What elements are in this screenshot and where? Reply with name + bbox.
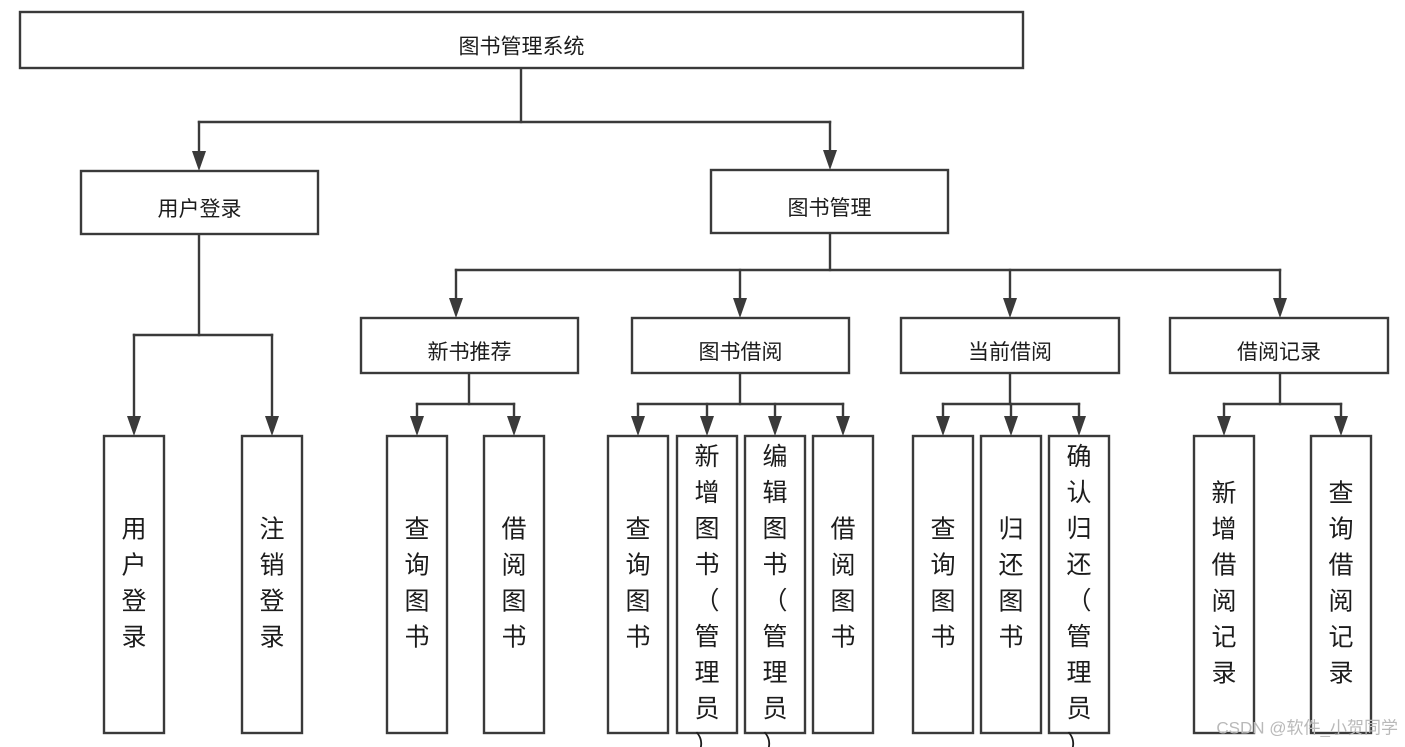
leaf-label: 查询图书 bbox=[404, 515, 429, 651]
leaf-label: 查询图书 bbox=[625, 515, 650, 651]
leaf-label: 借阅图书 bbox=[501, 515, 526, 651]
level2-node[interactable]: 新书推荐 bbox=[359, 316, 580, 375]
leaf-label: 注销登录 bbox=[259, 515, 284, 651]
level1-box[interactable] bbox=[709, 168, 950, 235]
connector-newbook-drop-2 bbox=[507, 402, 521, 436]
csdn-watermark: CSDN @软件_小贺同学 bbox=[1216, 718, 1398, 737]
leaf-box[interactable] bbox=[979, 434, 1043, 735]
leaf-node[interactable]: 新增图书（管理员） bbox=[675, 434, 739, 747]
leaf-label: 归还图书 bbox=[998, 515, 1023, 651]
leaf-box[interactable] bbox=[1192, 434, 1256, 735]
leaf-box[interactable] bbox=[743, 434, 807, 735]
leaf-box[interactable] bbox=[675, 434, 739, 735]
connector-login-drop-2 bbox=[265, 333, 279, 436]
leaf-node[interactable]: 新增借阅记录 bbox=[1192, 434, 1256, 735]
connector-login-drop-1 bbox=[127, 333, 141, 436]
connector-books-drop-1 bbox=[449, 268, 463, 318]
leaf-label: 查询借阅记录 bbox=[1328, 479, 1353, 687]
connector-borrow-drop-2 bbox=[700, 402, 714, 436]
connector-current-drop-3 bbox=[1072, 402, 1086, 436]
leaf-label: 新增借阅记录 bbox=[1211, 479, 1236, 687]
level1-label: 图书管理 bbox=[788, 197, 872, 220]
level2-label: 借阅记录 bbox=[1237, 341, 1321, 364]
connector-borrow-drop-4 bbox=[836, 402, 850, 436]
connector-books-drop-3 bbox=[1003, 268, 1017, 318]
root-label: 图书管理系统 bbox=[459, 36, 585, 59]
leaf-box[interactable] bbox=[606, 434, 670, 735]
leaf-label: 用户登录 bbox=[121, 515, 146, 651]
leaf-box[interactable] bbox=[482, 434, 546, 735]
connector-record-drop-1 bbox=[1217, 402, 1231, 436]
leaf-box[interactable] bbox=[811, 434, 875, 735]
leaf-box[interactable] bbox=[911, 434, 975, 735]
leaf-node[interactable]: 借阅图书 bbox=[811, 434, 875, 735]
connector-books-drop-2 bbox=[733, 268, 747, 318]
leaf-node[interactable]: 编辑图书（管理员） bbox=[743, 434, 807, 747]
connector-newbook-drop-1 bbox=[410, 402, 424, 436]
leaf-node[interactable]: 查询图书 bbox=[606, 434, 670, 735]
level2-box[interactable] bbox=[359, 316, 580, 375]
leaf-node[interactable]: 用户登录 bbox=[102, 434, 166, 735]
leaf-label: 新增图书（管理员） bbox=[694, 443, 719, 747]
leaf-label: 编辑图书（管理员） bbox=[762, 443, 787, 747]
leaf-box[interactable] bbox=[385, 434, 449, 735]
root-box[interactable] bbox=[18, 10, 1025, 70]
level2-box[interactable] bbox=[630, 316, 851, 375]
connector-record-drop-2 bbox=[1334, 402, 1348, 436]
leaf-label: 查询图书 bbox=[930, 515, 955, 651]
leaf-label: 确认归还（管理员） bbox=[1066, 443, 1091, 747]
node-layer: 图书管理系统用户登录图书管理新书推荐图书借阅当前借阅借阅记录用户登录注销登录查询… bbox=[18, 10, 1390, 747]
level2-node[interactable]: 当前借阅 bbox=[899, 316, 1121, 375]
leaf-node[interactable]: 归还图书 bbox=[979, 434, 1043, 735]
connector-books-drop-4 bbox=[1273, 268, 1287, 318]
level2-box[interactable] bbox=[899, 316, 1121, 375]
leaf-node[interactable]: 查询借阅记录 bbox=[1309, 434, 1373, 735]
connector-current-drop-2 bbox=[1004, 402, 1018, 436]
connector-root-to-books bbox=[823, 120, 837, 170]
leaf-box[interactable] bbox=[102, 434, 166, 735]
connector-current-drop-1 bbox=[936, 402, 950, 436]
leaf-node[interactable]: 注销登录 bbox=[240, 434, 304, 735]
level1-label: 用户登录 bbox=[158, 198, 242, 221]
level2-box[interactable] bbox=[1168, 316, 1390, 375]
level2-label: 图书借阅 bbox=[699, 341, 783, 364]
connector-root-to-login bbox=[192, 120, 206, 171]
level2-node[interactable]: 借阅记录 bbox=[1168, 316, 1390, 375]
leaf-box[interactable] bbox=[240, 434, 304, 735]
leaf-label: 借阅图书 bbox=[830, 515, 855, 651]
leaf-node[interactable]: 借阅图书 bbox=[482, 434, 546, 735]
level1-node[interactable]: 图书管理 bbox=[709, 168, 950, 235]
connector-layer bbox=[127, 66, 1348, 436]
leaf-node[interactable]: 查询图书 bbox=[385, 434, 449, 735]
level2-label: 当前借阅 bbox=[968, 341, 1052, 364]
level1-node[interactable]: 用户登录 bbox=[79, 169, 320, 236]
level1-box[interactable] bbox=[79, 169, 320, 236]
connector-borrow-drop-3 bbox=[768, 402, 782, 436]
leaf-node[interactable]: 查询图书 bbox=[911, 434, 975, 735]
leaf-box[interactable] bbox=[1047, 434, 1111, 735]
leaf-box[interactable] bbox=[1309, 434, 1373, 735]
level2-label: 新书推荐 bbox=[428, 341, 512, 364]
level2-node[interactable]: 图书借阅 bbox=[630, 316, 851, 375]
connector-borrow-drop-1 bbox=[631, 402, 645, 436]
root-node[interactable]: 图书管理系统 bbox=[18, 10, 1025, 70]
leaf-node[interactable]: 确认归还（管理员） bbox=[1047, 434, 1111, 747]
